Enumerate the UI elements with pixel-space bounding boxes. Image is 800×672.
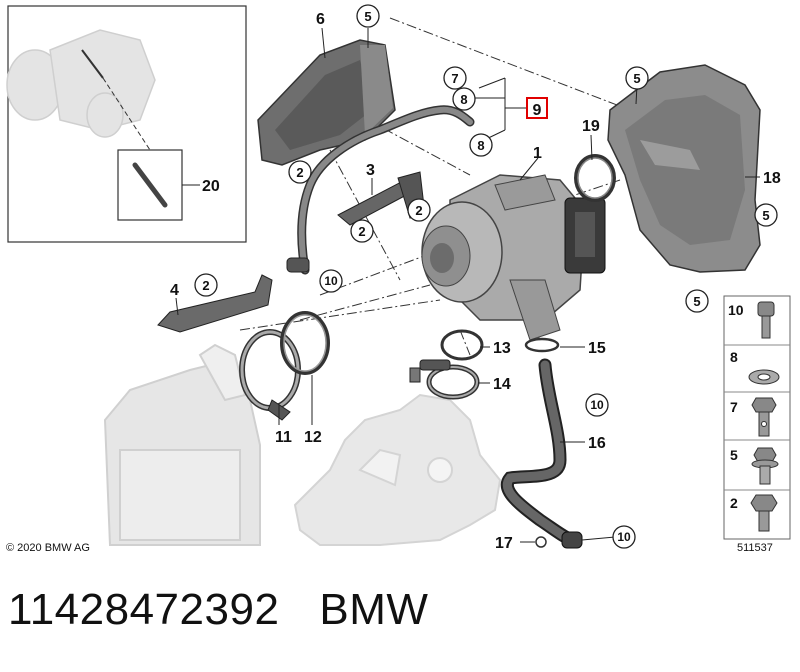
oil-feed-pipe — [286, 105, 475, 275]
svg-text:8: 8 — [477, 138, 484, 153]
svg-text:5: 5 — [364, 9, 371, 24]
callout-circle-5d: 5 — [685, 289, 709, 313]
callout-3: 3 — [366, 162, 375, 179]
callout-16: 16 — [588, 435, 606, 452]
callout-circle-10b: 10 — [585, 393, 609, 417]
brand-name: BMW — [319, 585, 429, 634]
callout-14: 14 — [493, 376, 511, 393]
turbocharger — [421, 174, 606, 341]
svg-text:2: 2 — [358, 224, 365, 239]
callout-circle-5c: 5 — [754, 203, 778, 227]
callout-circle-2a: 2 — [288, 160, 312, 184]
legend-row-2: 2 — [730, 494, 778, 532]
callout-13: 13 — [493, 340, 511, 357]
leader-lines — [175, 27, 760, 543]
svg-text:5: 5 — [633, 71, 640, 86]
connector-lines — [239, 17, 631, 356]
legend-label-8: 8 — [730, 349, 738, 365]
gasket-19 — [574, 154, 616, 202]
gasket-13 — [440, 329, 484, 361]
svg-text:10: 10 — [324, 274, 338, 288]
callout-1: 1 — [533, 145, 542, 162]
callout-highlight-9: 9 — [526, 97, 548, 119]
callouts: 6 1 19 18 3 4 11 12 13 14 15 16 17 20 5 … — [170, 4, 781, 552]
svg-text:2: 2 — [415, 203, 422, 218]
banjo-bolt-icon — [751, 397, 777, 437]
legend-row-8: 8 — [730, 349, 780, 385]
callout-circle-5b: 5 — [625, 66, 649, 90]
callout-circle-8b: 8 — [469, 133, 493, 157]
heat-shield-manifold — [607, 64, 761, 273]
part-number: 11428472392 — [8, 585, 280, 634]
callout-circle-7: 7 — [443, 66, 467, 90]
copyright-notice: © 2020 BMW AG — [6, 542, 90, 554]
callout-18: 18 — [763, 170, 781, 187]
callout-circle-2c: 2 — [350, 219, 374, 243]
flange-bolt-icon — [751, 447, 779, 485]
callout-circle-10c: 10 — [612, 525, 636, 549]
heat-shield-upper — [257, 39, 396, 166]
legend-label-2: 2 — [730, 495, 738, 511]
svg-text:5: 5 — [762, 208, 769, 223]
callout-4: 4 — [170, 282, 179, 299]
svg-text:5: 5 — [693, 294, 700, 309]
bracket-4 — [157, 274, 273, 333]
gasket-15 — [524, 337, 560, 353]
callout-6: 6 — [316, 11, 325, 28]
callout-12: 12 — [304, 429, 322, 446]
turbocharger-exploded-diagram: 6 1 19 18 3 4 11 12 13 14 15 16 17 20 5 … — [6, 4, 791, 552]
caption: 11428472392 BMW — [8, 585, 428, 635]
callout-17: 17 — [495, 535, 513, 552]
legend-label-7: 7 — [730, 399, 738, 415]
legend-row-7: 7 — [730, 397, 777, 437]
legend-row-5: 5 — [730, 447, 779, 485]
svg-text:10: 10 — [617, 530, 631, 544]
callout-20: 20 — [202, 178, 220, 195]
bolt-icon — [757, 301, 775, 339]
legend-label-5: 5 — [730, 447, 738, 463]
o-ring-17 — [535, 536, 547, 548]
washer-icon — [748, 369, 780, 385]
exhaust-manifold-ghost — [293, 393, 502, 546]
svg-text:2: 2 — [296, 165, 303, 180]
callout-11: 11 — [275, 429, 292, 446]
sealing-ring-12 — [280, 311, 330, 375]
callout-19: 19 — [582, 118, 600, 135]
legend-row-10: 10 — [728, 301, 775, 339]
oil-return-pipe — [500, 358, 583, 549]
svg-text:7: 7 — [451, 71, 458, 86]
hex-bolt-icon — [750, 494, 778, 532]
diagram-reference-number: 511537 — [737, 542, 773, 554]
callout-circle-10a: 10 — [319, 269, 343, 293]
fastener-legend: 10 8 7 5 — [723, 295, 791, 540]
svg-text:2: 2 — [202, 278, 209, 293]
svg-text:8: 8 — [460, 92, 467, 107]
callout-circle-5a: 5 — [356, 4, 380, 28]
legend-label-10: 10 — [728, 302, 744, 318]
svg-text:9: 9 — [533, 102, 542, 119]
callout-15: 15 — [588, 340, 606, 357]
v-band-clamp-14 — [409, 359, 480, 400]
callout-circle-2b: 2 — [407, 198, 431, 222]
callout-circle-2d: 2 — [194, 273, 218, 297]
callout-circle-8a: 8 — [452, 87, 476, 111]
catalytic-converter-ghost — [103, 343, 261, 546]
inset-box — [6, 5, 247, 243]
svg-text:10: 10 — [590, 398, 604, 412]
